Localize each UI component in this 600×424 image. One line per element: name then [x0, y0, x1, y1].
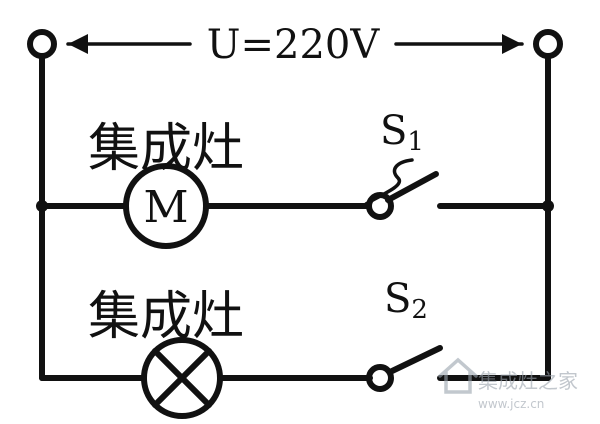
branch-2-label: 集成灶 [88, 287, 244, 347]
watermark-house-icon [438, 357, 478, 394]
motor-symbol: M [143, 182, 188, 233]
switch-s2-blade [387, 345, 443, 375]
voltage-label: U=220V [207, 22, 381, 68]
switch-s2-contact [366, 364, 394, 392]
voltage-arrow-left-head [68, 34, 88, 54]
lamp-icon [141, 337, 223, 419]
switch-s2-subscript: 2 [411, 295, 428, 325]
switch-s1-squiggle [364, 158, 414, 206]
voltage-arrow-right-head [502, 34, 522, 54]
watermark: 集成灶之家 www.jcz.cn [438, 357, 578, 411]
switch-s1-blade [385, 171, 439, 203]
right-terminal [533, 29, 563, 59]
voltage-indicator: U=220V [66, 22, 524, 68]
switch-s1-subscript: 1 [407, 127, 424, 157]
branch-1-label: 集成灶 [88, 119, 244, 179]
lamp-cross-b [152, 348, 212, 408]
watermark-url: www.jcz.cn [478, 397, 544, 411]
switch-s2-name: S [384, 276, 411, 322]
branch-lamp: 集成灶 S2 [39, 276, 551, 419]
switch-s2-label: S2 [384, 276, 428, 325]
branch-motor: 集成灶 M S1 [39, 108, 551, 249]
switch-s2: S2 [366, 276, 551, 392]
left-terminal [27, 29, 57, 59]
watermark-text: 集成灶之家 [478, 369, 578, 393]
switch-s1-name: S [380, 108, 407, 154]
switch-s1-label: S1 [380, 108, 424, 157]
switch-s1: S1 [364, 108, 551, 220]
